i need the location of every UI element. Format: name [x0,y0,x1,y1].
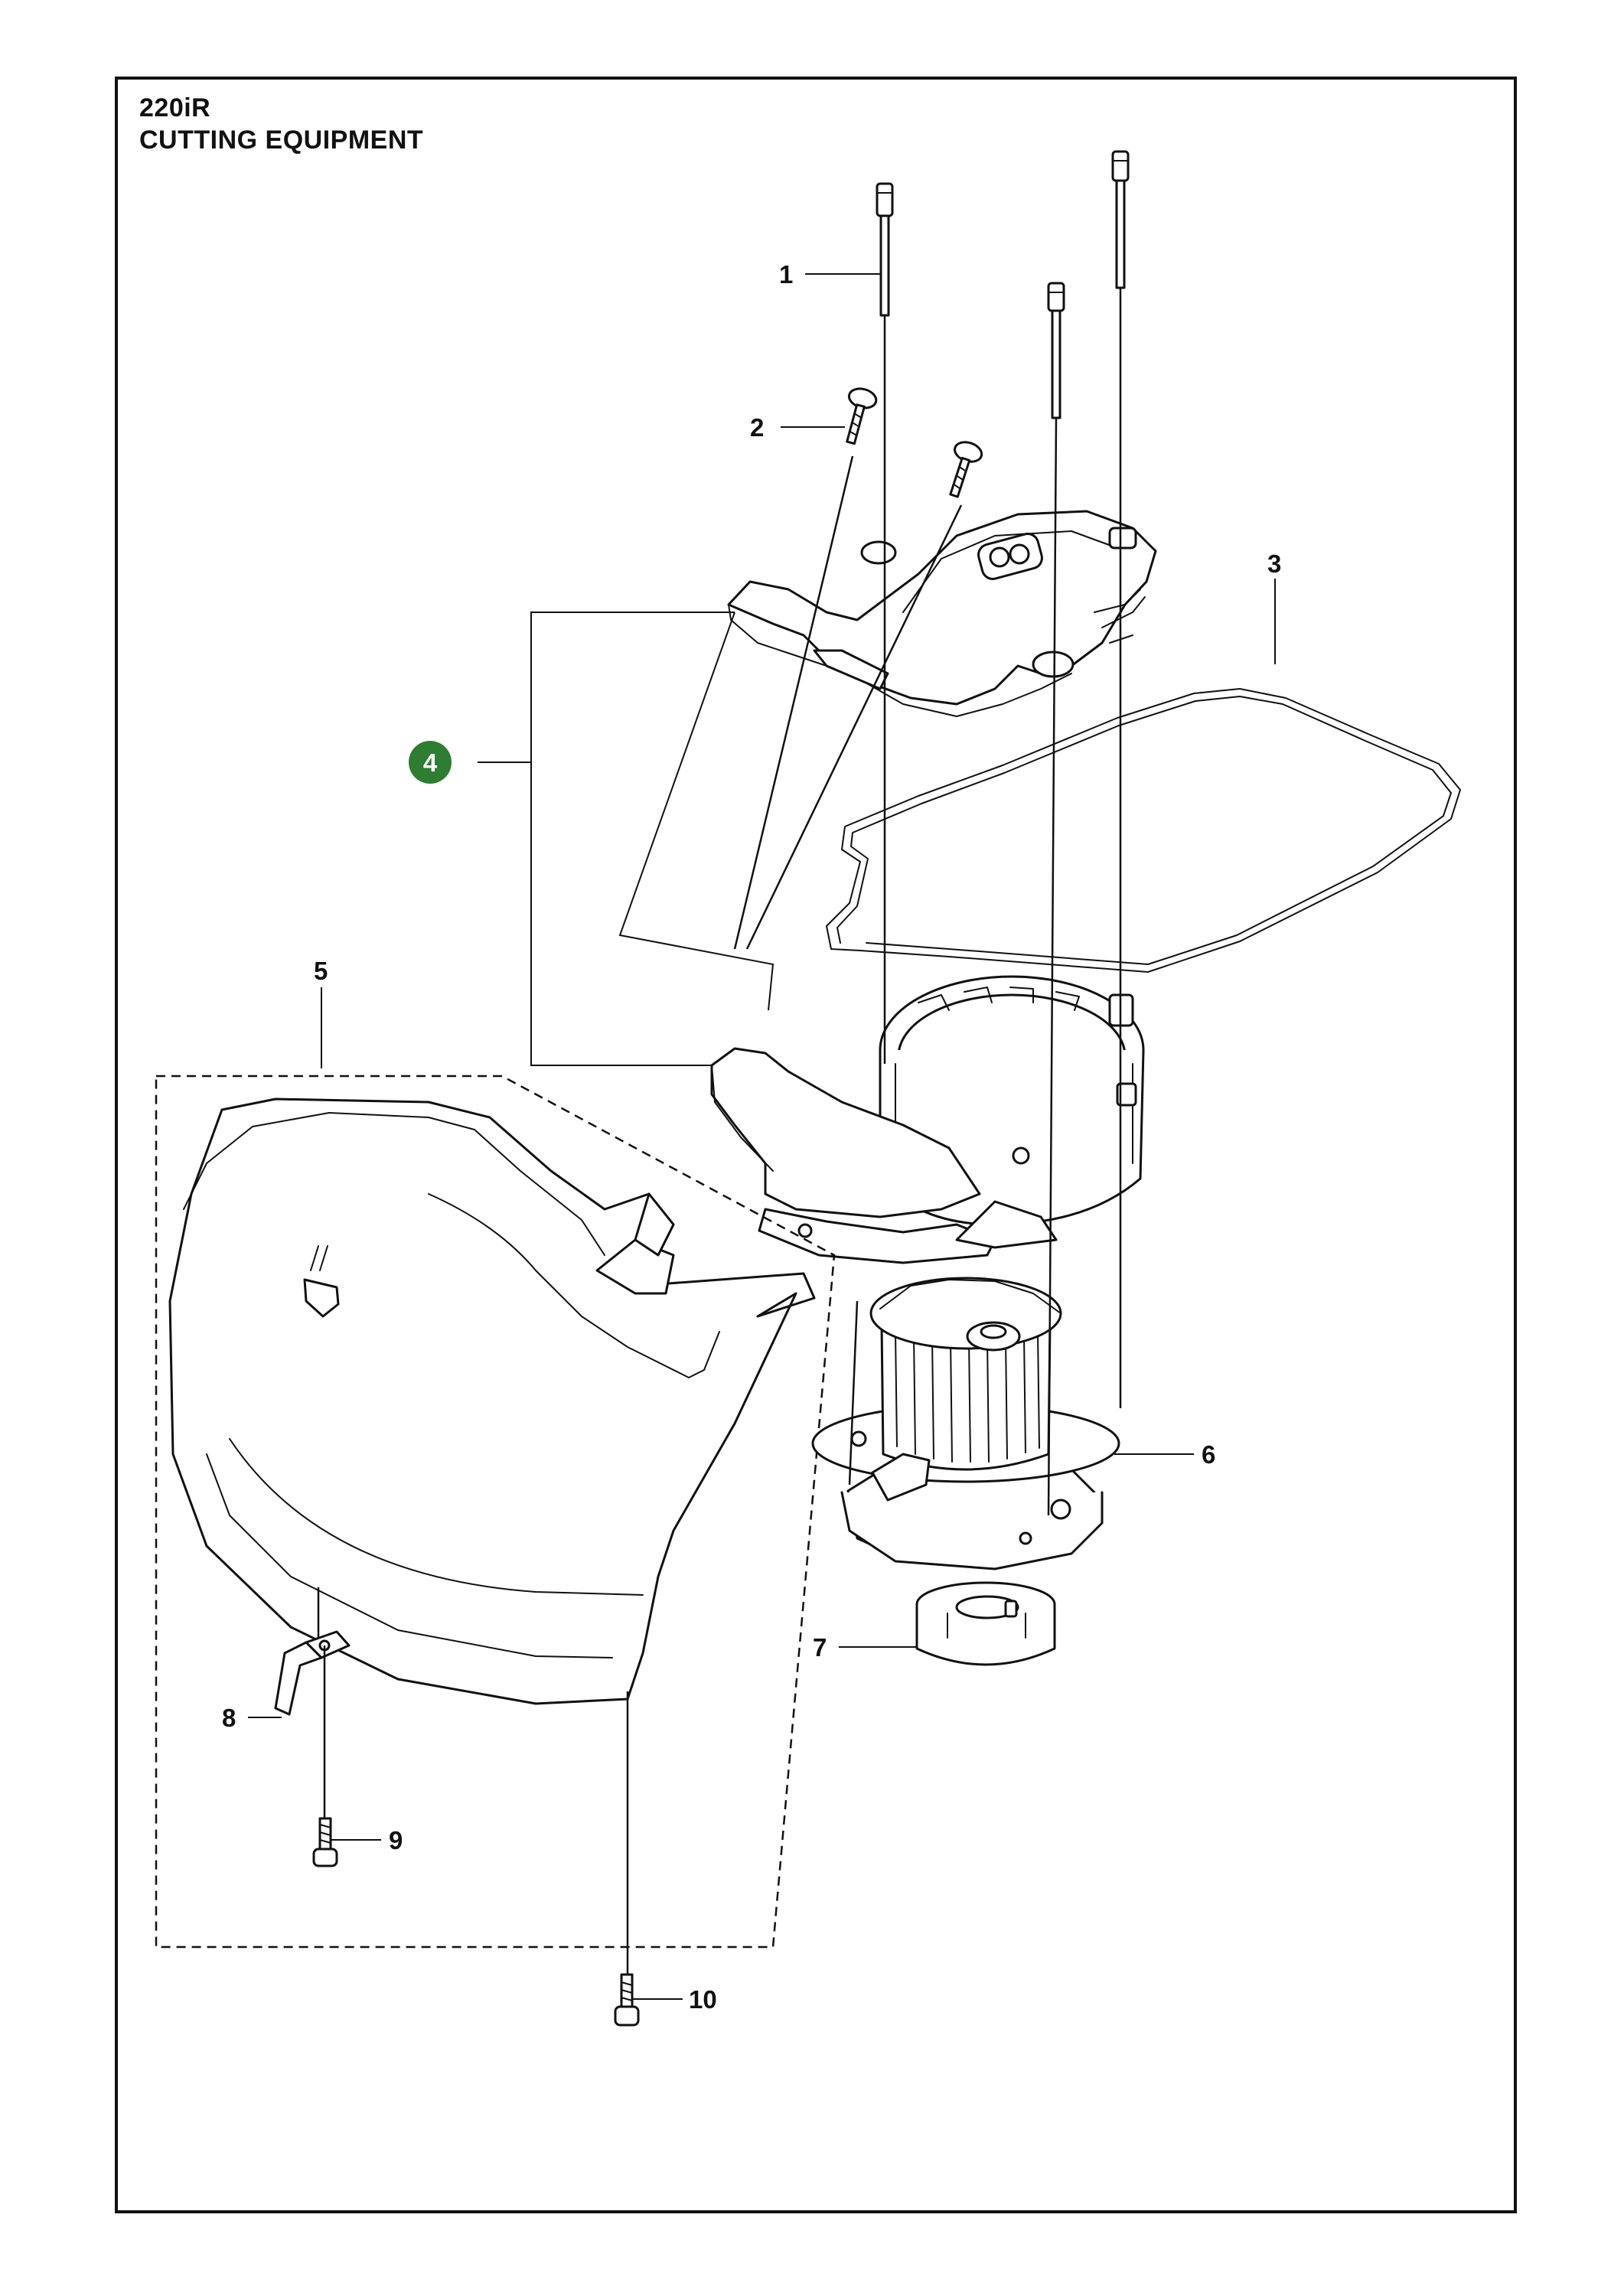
motor-part-6 [811,1277,1120,1570]
callout-leaders [248,273,1276,2000]
screw-part-2 [846,387,983,498]
assembly-guide-lines [317,288,1122,1975]
callout-5: 5 [314,957,328,985]
screw-part-10 [614,1973,640,2027]
lower-housing-part-4 [710,975,1145,1264]
bolt-part-1 [876,150,1130,419]
wire-guard-part-3 [826,688,1461,973]
callout-10: 10 [689,1985,717,2014]
callout-1: 1 [779,260,793,289]
callout-3: 3 [1267,550,1281,578]
screw-part-9 [312,1817,338,1867]
section-title: CUTTING EQUIPMENT [139,126,424,155]
model-title: 220iR [139,93,211,122]
cap-part-7 [915,1581,1056,1666]
callout-4: 4 [423,748,438,777]
top-cover-part-4 [727,510,1157,717]
grass-shield-part-5 [155,1075,836,1949]
page-frame [115,77,1517,2213]
kit-link-line [618,612,774,1011]
callout-6: 6 [1202,1440,1215,1469]
callout-8: 8 [222,1704,236,1732]
kit-bracket [530,612,735,1066]
callout-9: 9 [389,1826,403,1854]
bracket-part-8 [274,1630,351,1716]
callout-2: 2 [750,413,764,442]
kit-badge [409,741,452,784]
callout-7: 7 [813,1633,827,1662]
